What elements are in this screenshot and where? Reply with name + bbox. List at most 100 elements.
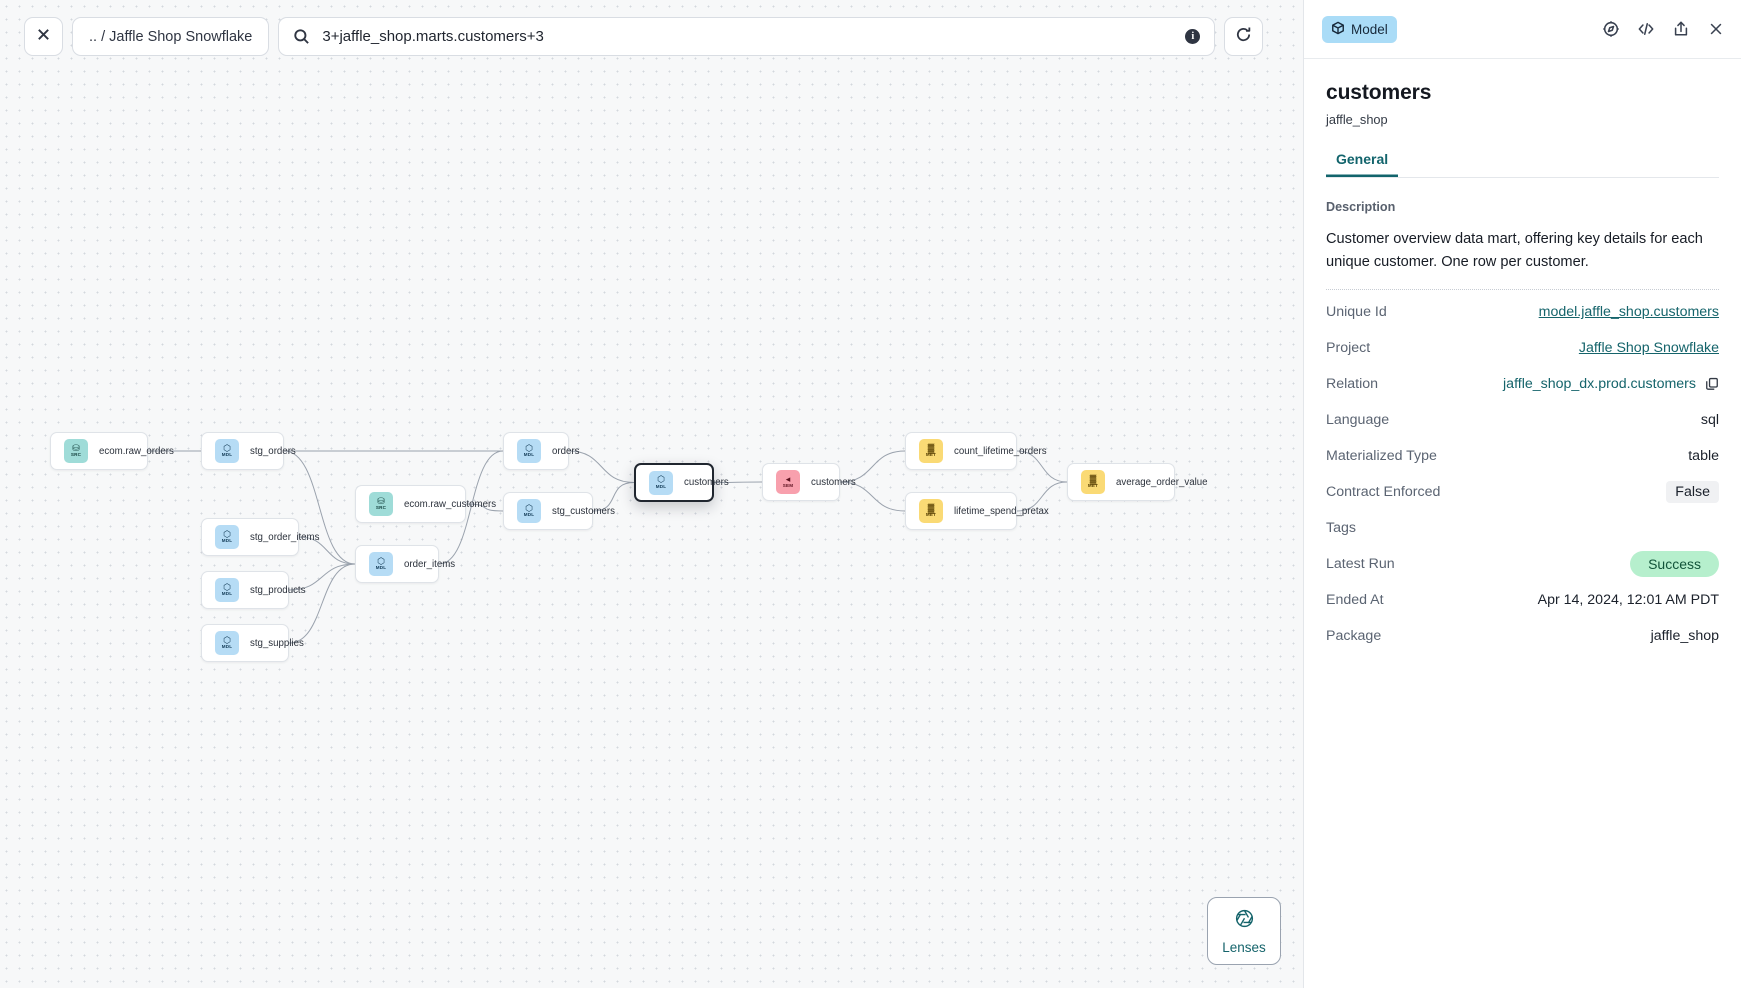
detail-value-wrap: jaffle_shop_dx.prod.customers — [1503, 376, 1719, 392]
refresh-button[interactable] — [1224, 17, 1264, 56]
cube-icon: ⬡MDL — [215, 439, 239, 463]
lineage-node-stg_customers[interactable]: ⬡MDL stg_customers — [503, 492, 615, 530]
lineage-node-label: stg_orders — [250, 445, 296, 457]
copy-icon[interactable] — [1705, 377, 1719, 391]
detail-value-wrap: Jaffle Shop Snowflake — [1579, 340, 1719, 356]
database-icon: ⛁SRC — [64, 439, 88, 463]
lineage-node-label: lifetime_spend_pretax — [954, 505, 1049, 517]
panel-header-actions — [1602, 20, 1725, 38]
detail-key: Relation — [1326, 376, 1379, 393]
detail-key: Tags — [1326, 520, 1356, 537]
cube-icon: ⬡MDL — [369, 552, 393, 576]
detail-row: Unique Id model.jaffle_shop.customers — [1326, 294, 1719, 330]
detail-row: Ended At Apr 14, 2024, 12:01 AM PDT — [1326, 582, 1719, 618]
lineage-node-orders[interactable]: ⬡MDL orders — [503, 432, 579, 470]
detail-key: Language — [1326, 412, 1390, 429]
detail-value: Apr 14, 2024, 12:01 AM PDT — [1537, 592, 1719, 609]
detail-row: Package jaffle_shop — [1326, 618, 1719, 654]
resource-type-chip[interactable]: Model — [1322, 15, 1397, 43]
lineage-node-label: ecom.raw_orders — [99, 445, 174, 457]
detail-value-wrap: False — [1666, 481, 1719, 504]
detail-key: Unique Id — [1326, 304, 1387, 321]
lineage-node-label: customers — [684, 477, 729, 488]
breadcrumb-label: .. / Jaffle Shop Snowflake — [89, 28, 253, 45]
info-icon[interactable]: i — [1185, 29, 1201, 44]
share-icon[interactable] — [1672, 20, 1690, 38]
cube-icon: ⬡MDL — [517, 499, 541, 523]
tab-general-label: General — [1336, 151, 1389, 167]
panel-header: Model — [1304, 0, 1741, 59]
description-text: Customer overview data mart, offering ke… — [1326, 231, 1703, 270]
detail-row: Latest Run Success — [1326, 546, 1719, 582]
megaphone-icon: ◂SEM — [776, 470, 800, 494]
database-icon: ⛁SRC — [369, 492, 393, 516]
lineage-canvas[interactable]: .. / Jaffle Shop Snowflake 3+jaffle_shop… — [0, 0, 1303, 988]
lineage-node-ecom_raw_orders[interactable]: ⛁SRC ecom.raw_orders — [50, 432, 174, 470]
close-lineage-button[interactable] — [24, 17, 63, 56]
lineage-node-label: ecom.raw_customers — [404, 498, 497, 510]
code-icon[interactable] — [1637, 20, 1655, 38]
detail-value-wrap: sql — [1701, 412, 1719, 428]
lineage-node-label: stg_customers — [552, 505, 615, 517]
detail-value-wrap: model.jaffle_shop.customers — [1539, 304, 1719, 320]
description-label: Description — [1326, 200, 1396, 214]
cube-icon: ⬡MDL — [517, 439, 541, 463]
detail-value-wrap: Success — [1630, 551, 1719, 578]
breadcrumb[interactable]: .. / Jaffle Shop Snowflake — [72, 17, 270, 56]
panel-body: Description Customer overview data mart,… — [1304, 178, 1741, 988]
close-icon[interactable] — [1707, 20, 1725, 38]
resource-type-label: Model — [1351, 21, 1388, 37]
cube-icon — [1331, 21, 1345, 38]
close-icon — [36, 27, 51, 47]
lineage-node-ecom_raw_customers[interactable]: ⛁SRC ecom.raw_customers — [355, 485, 496, 523]
detail-key: Ended At — [1326, 592, 1384, 609]
panel-subtitle: jaffle_shop — [1326, 112, 1388, 127]
lineage-node-average_order_value[interactable]: ▓MET average_order_value — [1067, 463, 1208, 501]
detail-value-wrap: table — [1688, 448, 1719, 464]
detail-key: Latest Run — [1326, 556, 1395, 573]
panel-tabs: General — [1326, 151, 1719, 178]
cube-icon: ⬡MDL — [215, 578, 239, 602]
lineage-node-label: orders — [552, 445, 580, 457]
cube-icon: ⬡MDL — [215, 631, 239, 655]
tab-general[interactable]: General — [1326, 151, 1398, 177]
detail-row: Language sql — [1326, 402, 1719, 438]
lineage-node-lifetime_spend_pretax[interactable]: ▓MET lifetime_spend_pretax — [905, 492, 1049, 530]
metric-icon: ▓MET — [1081, 470, 1105, 494]
search-bar[interactable]: 3+jaffle_shop.marts.customers+3 i — [278, 17, 1216, 56]
detail-value: table — [1688, 448, 1719, 465]
lineage-node-stg_products[interactable]: ⬡MDL stg_products — [201, 571, 305, 609]
lineage-node-label: customers — [811, 476, 856, 488]
explore-compass-icon[interactable] — [1602, 20, 1620, 38]
page-title: customers — [1326, 81, 1432, 104]
refresh-icon — [1235, 26, 1252, 48]
lenses-button[interactable]: Lenses — [1207, 897, 1281, 965]
lineage-node-stg_orders[interactable]: ⬡MDL stg_orders — [201, 432, 296, 470]
lineage-node-label: stg_products — [250, 584, 306, 596]
lineage-node-customers_semantic[interactable]: ◂SEM customers — [762, 463, 856, 501]
lineage-node-stg_order_items[interactable]: ⬡MDL stg_order_items — [201, 518, 319, 556]
panel-title-block: customers jaffle_shop — [1304, 59, 1741, 127]
detail-row: Relation jaffle_shop_dx.prod.customers — [1326, 366, 1719, 402]
lineage-node-label: count_lifetime_orders — [954, 445, 1047, 457]
detail-value: jaffle_shop — [1650, 628, 1719, 645]
detail-value-link[interactable]: model.jaffle_shop.customers — [1538, 304, 1719, 321]
lineage-node-label: average_order_value — [1116, 476, 1208, 488]
lineage-edge — [288, 563, 356, 644]
metric-icon: ▓MET — [919, 499, 943, 523]
search-input[interactable]: 3+jaffle_shop.marts.customers+3 — [322, 28, 544, 45]
detail-key: Package — [1326, 628, 1382, 645]
details-panel: Model — [1303, 0, 1741, 988]
lineage-node-label: stg_order_items — [250, 531, 320, 543]
cube-icon: ⬡MDL — [215, 525, 239, 549]
detail-value-link[interactable]: Jaffle Shop Snowflake — [1578, 340, 1719, 357]
canvas-toolbar: .. / Jaffle Shop Snowflake 3+jaffle_shop… — [24, 17, 1264, 56]
